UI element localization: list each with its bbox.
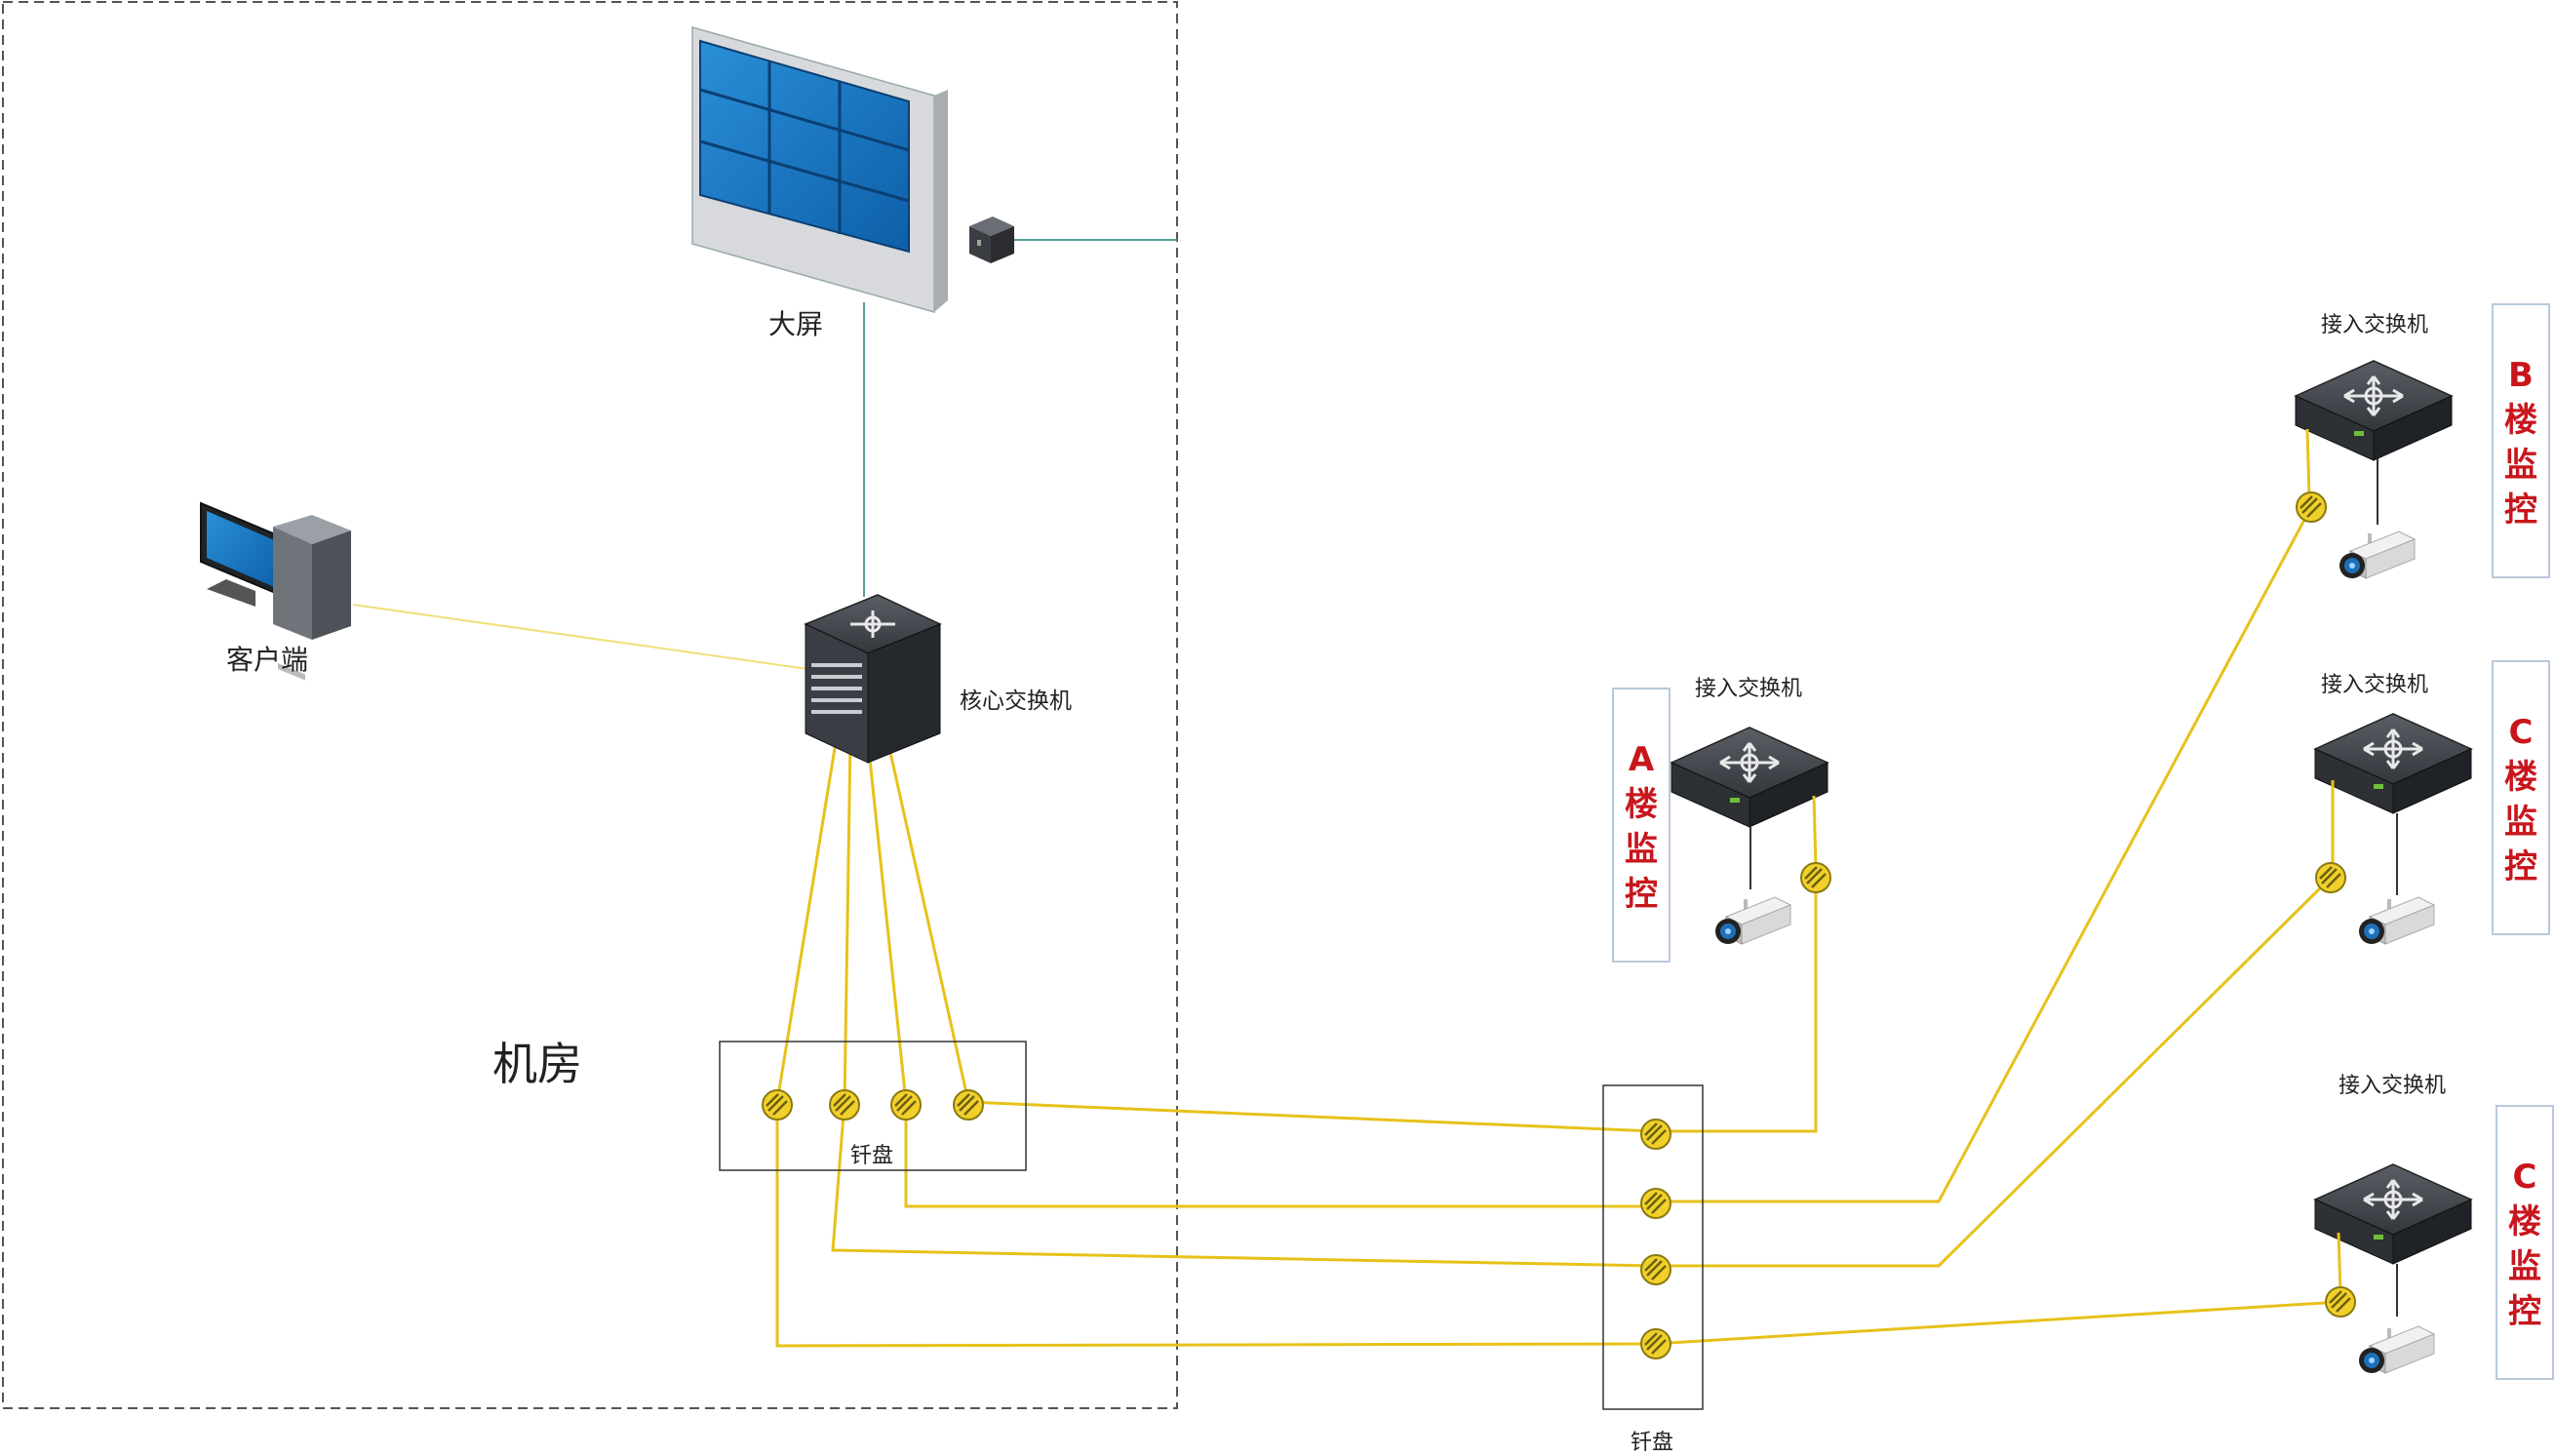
building-c2-char2: 监 xyxy=(2508,1247,2541,1286)
building-c2-tag xyxy=(2496,1105,2554,1380)
fiber-connector-icon xyxy=(889,1088,923,1122)
fiber-connector-icon xyxy=(1639,1187,1672,1220)
building-c1-letter: C xyxy=(2509,713,2534,752)
client-to-core-link xyxy=(352,604,808,670)
client-label: 客户端 xyxy=(226,644,308,676)
fiber-connector-icon xyxy=(1639,1118,1672,1151)
cctv-camera-icon xyxy=(2358,1325,2435,1374)
building-a-group: 接入交换机 A 楼 监 控 xyxy=(1612,677,1832,963)
core-fiber-links xyxy=(775,735,970,1103)
building-c2-group: 接入交换机 C 楼 监 控 xyxy=(2313,1074,2554,1380)
cctv-camera-icon xyxy=(2358,896,2435,945)
building-c2-char1: 楼 xyxy=(2508,1202,2541,1241)
fiber-connector-icon xyxy=(1639,1327,1672,1360)
access-switch-icon xyxy=(2313,712,2473,815)
fiber-connector-icon xyxy=(1639,1253,1672,1286)
core-switch-label: 核心交换机 xyxy=(960,689,1072,714)
access-switch-c2-label: 接入交换机 xyxy=(2339,1074,2446,1098)
building-a-char2: 监 xyxy=(1625,830,1658,869)
trunk-fiber-links xyxy=(775,1100,1655,1348)
video-wall-icon xyxy=(691,26,948,313)
building-a-letter: A xyxy=(1629,740,1655,779)
building-a-char1: 楼 xyxy=(1625,785,1658,824)
machine-room-boundary xyxy=(2,1,1178,1409)
access-switch-c1-label: 接入交换机 xyxy=(2321,673,2428,697)
building-b-char1: 楼 xyxy=(2504,401,2537,440)
building-a-tag xyxy=(1612,688,1671,963)
access-switch-b-label: 接入交换机 xyxy=(2321,313,2428,337)
local-patch-panel-label: 钎盘 xyxy=(850,1144,893,1168)
building-b-tag xyxy=(2492,303,2550,578)
fiber-connector-icon xyxy=(828,1088,861,1122)
fiber-connector-icon xyxy=(2324,1285,2357,1318)
building-b-letter: B xyxy=(2508,356,2534,395)
building-c1-char1: 楼 xyxy=(2504,758,2537,797)
desktop-computer-icon xyxy=(200,501,351,681)
building-c1-char3: 控 xyxy=(2504,847,2537,886)
fiber-connector-icon xyxy=(1799,861,1832,894)
building-c1-tag xyxy=(2492,660,2550,935)
building-c1-group: 接入交换机 C 楼 监 控 xyxy=(2313,660,2550,945)
cctv-camera-icon xyxy=(2339,531,2416,579)
building-b-char2: 监 xyxy=(2504,446,2537,485)
building-b-char3: 控 xyxy=(2504,491,2537,530)
decoder-box-icon xyxy=(969,216,1014,263)
local-patch-panel xyxy=(719,1041,1027,1171)
big-screen-label: 大屏 xyxy=(768,308,823,340)
cctv-camera-icon xyxy=(1714,896,1791,945)
access-switch-a-label: 接入交换机 xyxy=(1695,677,1802,701)
building-c2-char3: 控 xyxy=(2508,1292,2541,1331)
fiber-connector-icon xyxy=(2314,861,2347,894)
core-switch-icon xyxy=(804,594,942,764)
building-fiber-links xyxy=(1653,506,2341,1346)
access-switch-icon xyxy=(1670,726,1829,829)
fiber-connector-icon xyxy=(2295,491,2328,524)
building-c1-char2: 监 xyxy=(2504,803,2537,842)
access-switch-icon xyxy=(2294,359,2454,462)
remote-patch-panel xyxy=(1602,1084,1704,1410)
building-b-group: 接入交换机 B 楼 监 控 xyxy=(2294,303,2550,579)
fiber-connector-icon xyxy=(952,1088,985,1122)
fiber-connector-icon xyxy=(761,1088,794,1122)
machine-room-label: 机房 xyxy=(492,1038,582,1090)
building-a-char3: 控 xyxy=(1625,875,1658,914)
remote-patch-panel-label: 钎盘 xyxy=(1631,1431,1673,1455)
building-c2-letter: C xyxy=(2513,1158,2537,1197)
